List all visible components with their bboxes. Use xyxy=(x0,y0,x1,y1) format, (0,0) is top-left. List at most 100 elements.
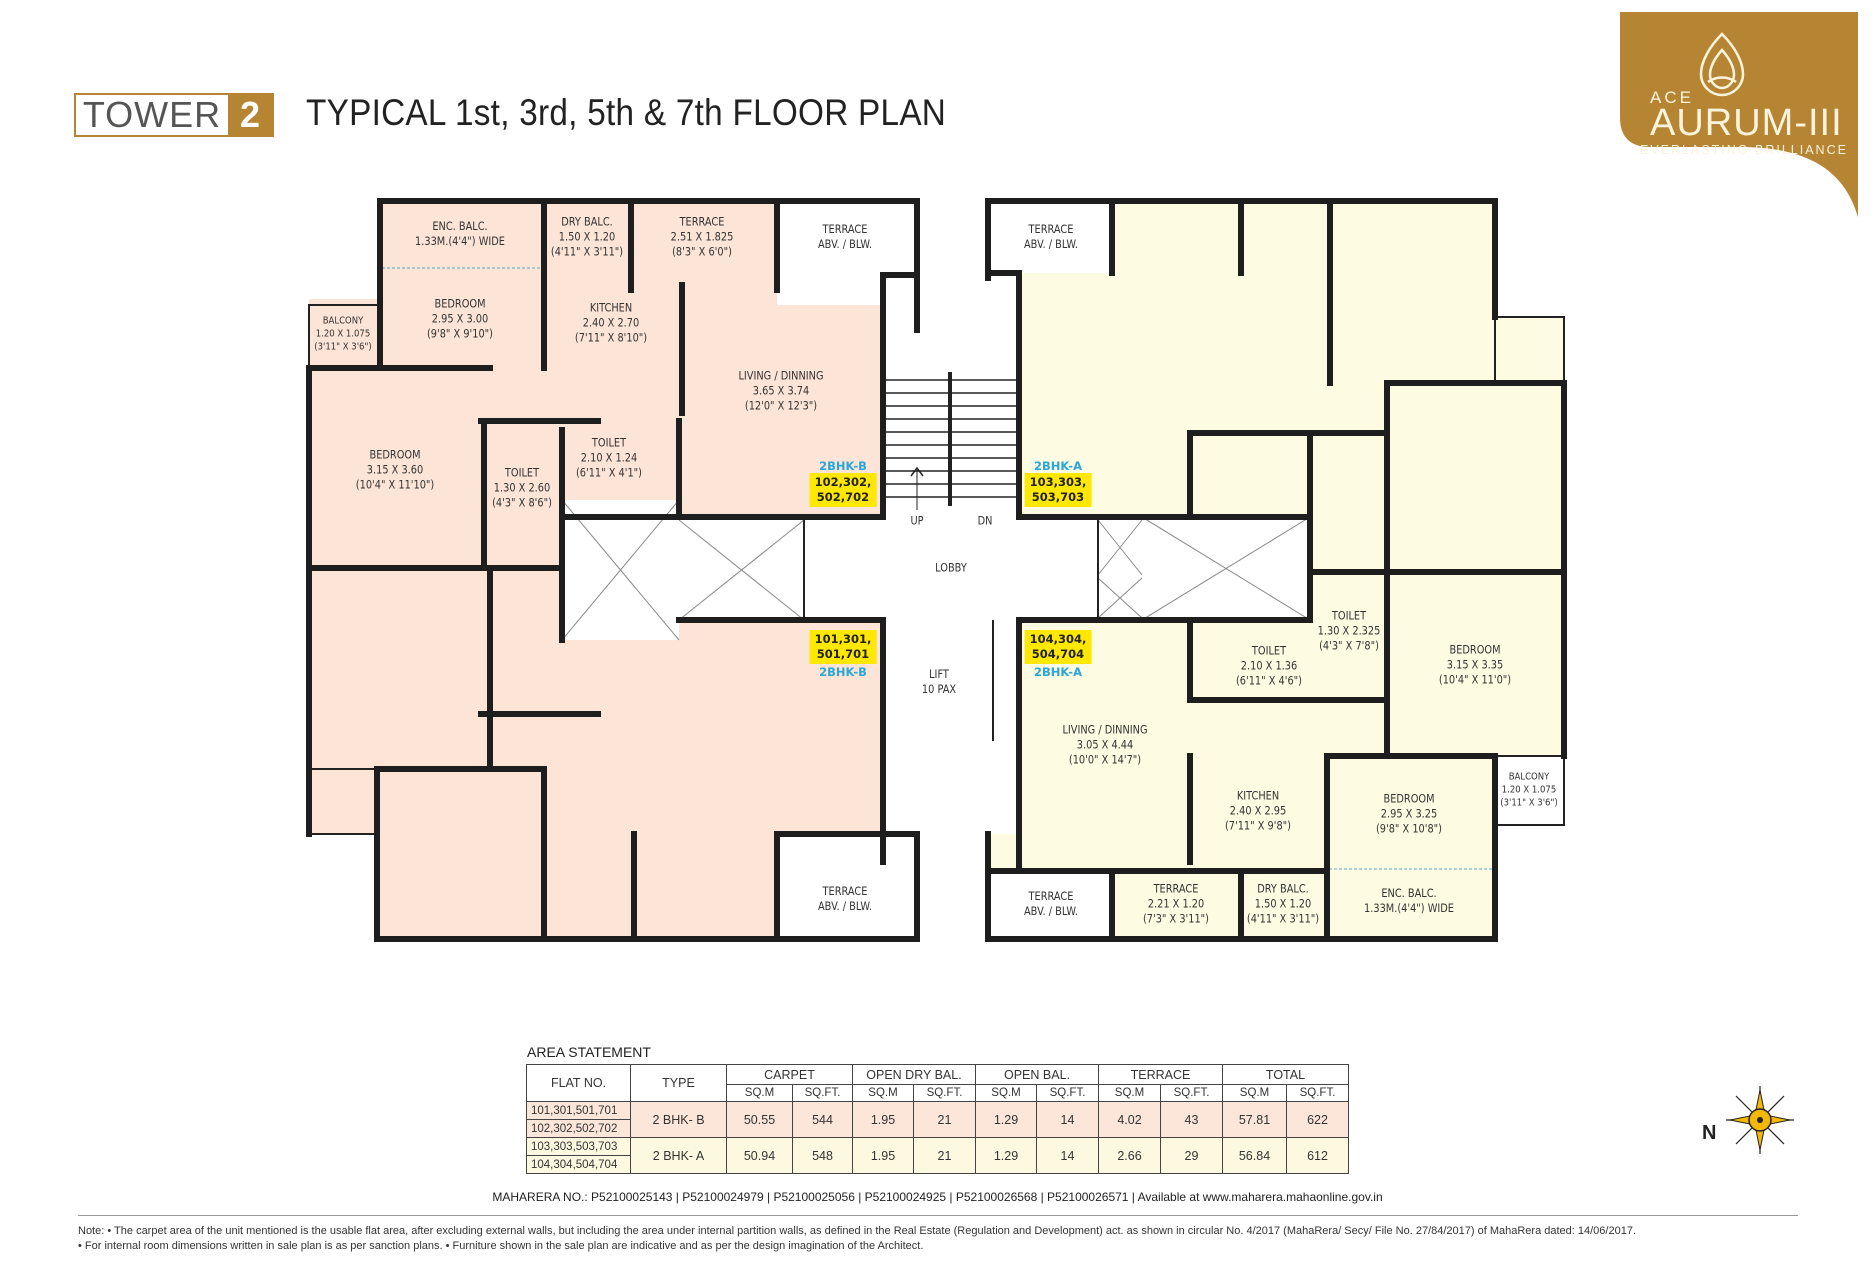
header-sqm: SQ.M xyxy=(975,1084,1037,1102)
flat-type: 2 BHK- B xyxy=(630,1101,727,1138)
note-line-1: Note: • The carpet area of the unit ment… xyxy=(78,1225,1636,1237)
total-sqm: 56.84 xyxy=(1222,1137,1287,1174)
staircase xyxy=(886,372,1016,510)
logo-name: AURUM-III xyxy=(1650,102,1843,144)
flame-drop-icon xyxy=(1699,32,1745,97)
terrace-sqm: 4.02 xyxy=(1098,1101,1161,1138)
header-sqft: SQ.FT. xyxy=(1036,1084,1099,1102)
flat-type: 2 BHK- A xyxy=(630,1137,727,1174)
dry-bal-sqft: 21 xyxy=(913,1137,976,1174)
logo-prefix: ACE xyxy=(1650,88,1694,107)
dry-bal-sqft: 21 xyxy=(913,1101,976,1138)
maharera-numbers: MAHARERA NO.: P52100025143 | P5210002497… xyxy=(492,1190,1383,1204)
room-label: ENC. BALC.1.33M.(4'4") WIDE xyxy=(1364,886,1454,915)
header-sqm: SQ.M xyxy=(1098,1084,1161,1102)
open-bal-sqm: 1.29 xyxy=(975,1101,1037,1138)
terrace-sqft: 43 xyxy=(1160,1101,1223,1138)
open-bal-sqft: 14 xyxy=(1036,1101,1099,1138)
header-open-dry-bal: OPEN DRY BAL. xyxy=(852,1064,976,1085)
carpet-sqm: 50.94 xyxy=(726,1137,793,1174)
room-label: DRY BALC.1.50 X 1.20(4'11" X 3'11") xyxy=(550,214,624,259)
area-statement-table: FLAT NO. TYPE CARPET OPEN DRY BAL. OPEN … xyxy=(526,1064,1349,1174)
tower-label: TOWER xyxy=(82,94,222,135)
terrace-sqm: 2.66 xyxy=(1098,1137,1161,1174)
flat-numbers: 104,304,504,704 xyxy=(526,1155,631,1174)
flat-type-tag: 2BHK-B xyxy=(819,459,867,473)
table-row: 101,301,501,701 2 BHK- B 50.55 544 1.95 … xyxy=(526,1101,1349,1138)
header-carpet: CARPET xyxy=(726,1064,853,1085)
total-sqm: 57.81 xyxy=(1222,1101,1287,1138)
table-row: 103,303,503,703 2 BHK- A 50.94 548 1.95 … xyxy=(526,1137,1349,1174)
logo-tagline: EVERLASTING BRILLIANCE xyxy=(1640,143,1848,157)
header-sqft: SQ.FT. xyxy=(1286,1084,1349,1102)
header-open-bal: OPEN BAL. xyxy=(975,1064,1099,1085)
flat-number-badge: 103,303,503,703 xyxy=(1024,473,1092,507)
open-bal-sqft: 14 xyxy=(1036,1137,1099,1174)
lobby-label: LOBBY xyxy=(935,560,967,575)
total-sqft: 622 xyxy=(1286,1101,1349,1138)
header-sqm: SQ.M xyxy=(726,1084,793,1102)
open-bal-sqm: 1.29 xyxy=(975,1137,1037,1174)
walls xyxy=(306,198,1567,942)
carpet-sqft: 548 xyxy=(792,1137,853,1174)
flat-number-badge: 101,301,501,701 xyxy=(809,630,877,664)
tower-number: 2 xyxy=(228,94,272,135)
flat-numbers: 103,303,503,703 xyxy=(526,1137,631,1156)
flat-type-tag: 2BHK-A xyxy=(1034,665,1082,679)
dry-bal-sqm: 1.95 xyxy=(852,1101,914,1138)
room-label: ENC. BALC.1.33M.(4'4") WIDE xyxy=(415,219,505,248)
compass-star-icon xyxy=(1726,1086,1794,1154)
flat-numbers: 101,301,501,701 xyxy=(526,1101,631,1120)
tower-badge: TOWER 2 xyxy=(74,93,274,137)
header-type: TYPE xyxy=(630,1064,727,1102)
header-sqm: SQ.M xyxy=(852,1084,914,1102)
flat-type-tag: 2BHK-B xyxy=(819,665,867,679)
header-sqft: SQ.FT. xyxy=(792,1084,853,1102)
dry-bal-sqm: 1.95 xyxy=(852,1137,914,1174)
brand-logo: ACE AURUM-III EVERLASTING BRILLIANCE xyxy=(1620,12,1865,217)
carpet-sqm: 50.55 xyxy=(726,1101,793,1138)
flat-type-tag: 2BHK-A xyxy=(1034,459,1082,473)
stair-up-label: UP xyxy=(910,513,924,528)
compass-north-label: N xyxy=(1702,1122,1717,1144)
total-sqft: 612 xyxy=(1286,1137,1349,1174)
stair-down-label: DN xyxy=(977,513,993,528)
note-line-2: • For internal room dimensions written i… xyxy=(78,1240,924,1252)
carpet-sqft: 544 xyxy=(792,1101,853,1138)
flat-number-badge: 102,302,502,702 xyxy=(809,473,877,507)
terrace-sqft: 29 xyxy=(1160,1137,1223,1174)
header-total: TOTAL xyxy=(1222,1064,1349,1085)
area-statement-title: AREA STATEMENT xyxy=(527,1044,651,1060)
header-flat-no: FLAT NO. xyxy=(526,1064,631,1102)
flat-numbers: 102,302,502,702 xyxy=(526,1119,631,1138)
flat-number-badge: 104,304,504,704 xyxy=(1024,630,1092,664)
divider xyxy=(78,1215,1798,1216)
header-sqft: SQ.FT. xyxy=(913,1084,976,1102)
header-sqm: SQ.M xyxy=(1222,1084,1287,1102)
header-terrace: TERRACE xyxy=(1098,1064,1223,1085)
room-label: DRY BALC.1.50 X 1.20(4'11" X 3'11") xyxy=(1246,881,1320,926)
page-title: TYPICAL 1st, 3rd, 5th & 7th FLOOR PLAN xyxy=(306,92,947,133)
header-sqft: SQ.FT. xyxy=(1160,1084,1223,1102)
